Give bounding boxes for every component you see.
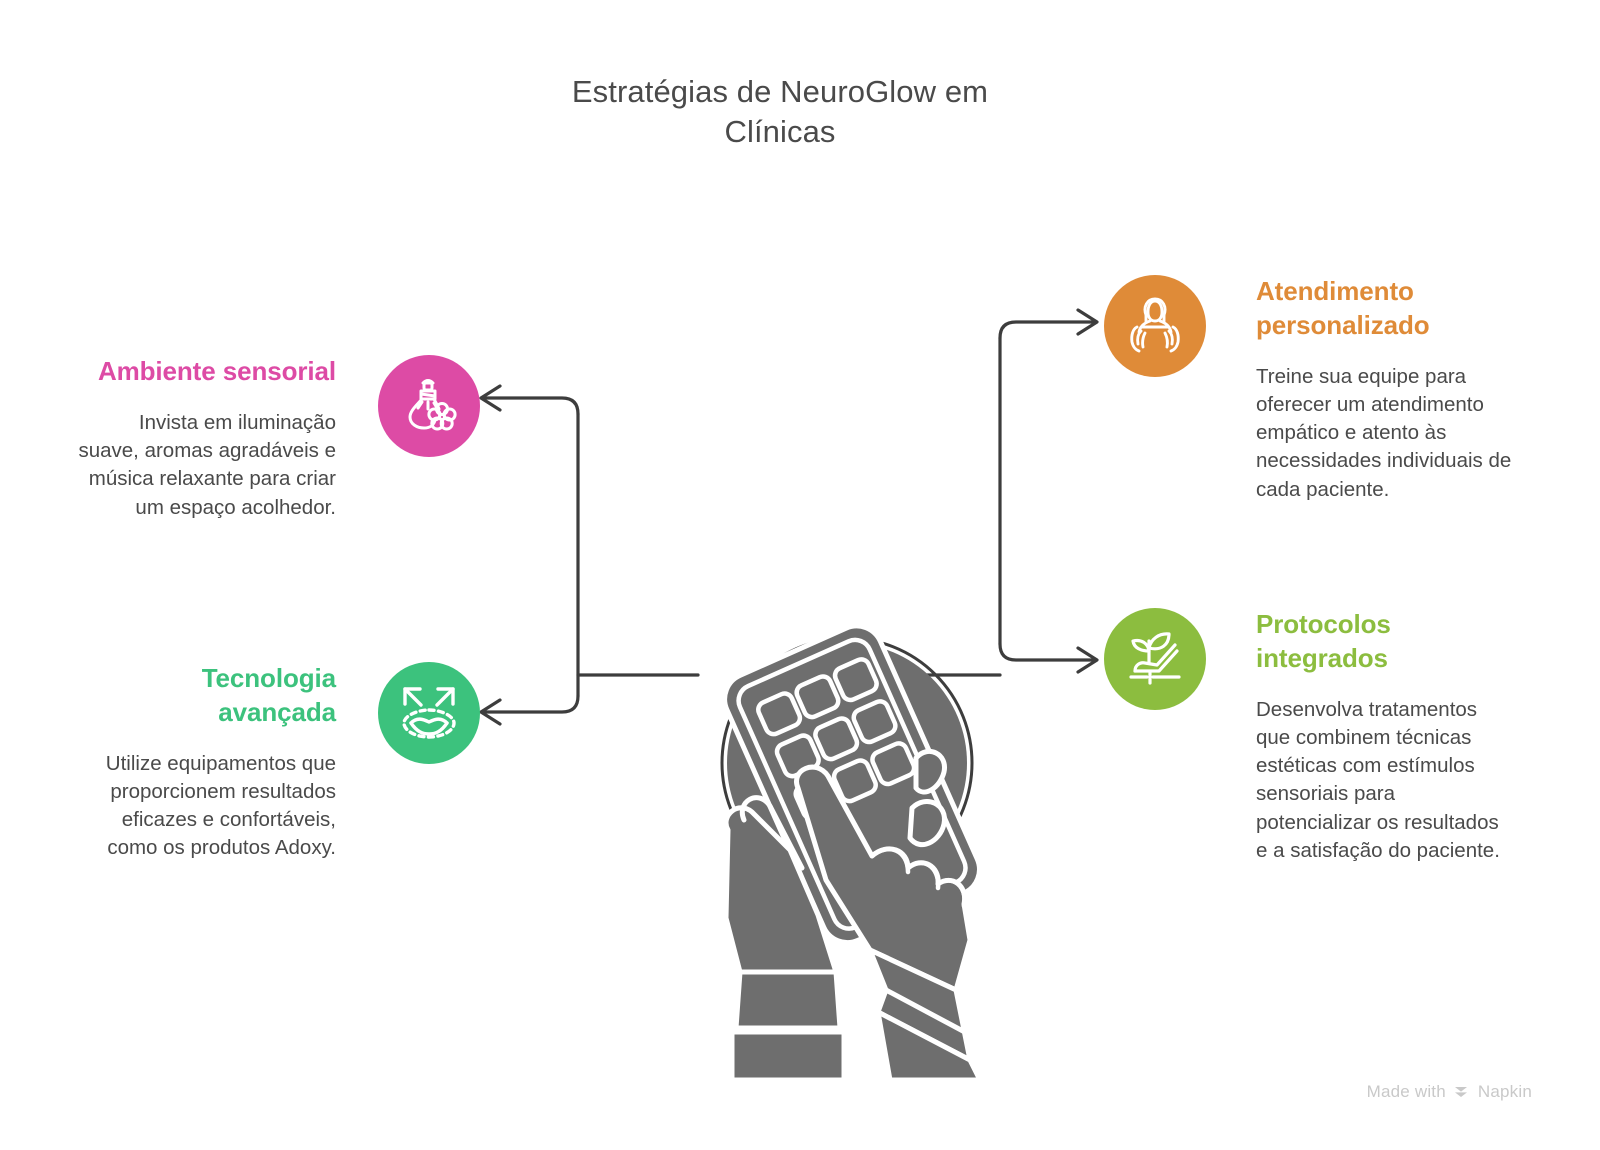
aroma-diffuser-flower-icon <box>408 379 457 431</box>
icon-badge-tecnologia[interactable] <box>378 662 480 764</box>
center-illustration <box>640 520 1060 1083</box>
branch-tecnologia-avancada: Tecnologia avançada Utilize equipamentos… <box>78 662 480 863</box>
watermark-brand: Napkin <box>1477 1082 1532 1101</box>
branch-atendimento-personalizado: Atendimento personalizado Treine sua equ… <box>1104 275 1514 504</box>
hand-holding-sprout-icon <box>1129 632 1181 685</box>
napkin-logo-icon <box>1454 1087 1467 1097</box>
lips-enhancement-arrows-icon <box>402 687 456 739</box>
arrowhead-right-upper <box>1076 308 1099 336</box>
branch-ambiente-sensorial: Ambiente sensorial Invista em iluminação… <box>78 355 480 522</box>
branch-heading-ambiente: Ambiente sensorial <box>97 356 336 386</box>
branch-text-tecnologia: Tecnologia avançada Utilize equipamentos… <box>78 662 336 863</box>
arrowhead-left-lower <box>479 698 502 726</box>
icon-badge-atendimento[interactable] <box>1104 275 1206 377</box>
icon-badge-ambiente[interactable] <box>378 355 480 457</box>
page-title: Estratégias de NeuroGlow em Clínicas <box>571 74 989 149</box>
branch-text-ambiente: Ambiente sensorial Invista em iluminação… <box>78 355 336 522</box>
branch-heading-protocolos: Protocolos integrados <box>1256 609 1391 673</box>
branch-heading-tecnologia: Tecnologia avançada <box>201 663 336 727</box>
branch-body-atendimento: Treine sua equipe para oferecer um atend… <box>1256 364 1512 501</box>
person-caring-hands-icon <box>1130 297 1180 353</box>
branch-body-protocolos: Desenvolva tratamentos que combinem técn… <box>1256 697 1500 862</box>
left-upper-branch <box>483 396 580 416</box>
branch-body-ambiente: Invista em iluminação suave, aromas agra… <box>78 410 336 519</box>
branch-text-protocolos: Protocolos integrados Desenvolva tratame… <box>1256 608 1514 865</box>
icon-badge-protocolos[interactable] <box>1104 608 1206 710</box>
watermark-prefix: Made with <box>1366 1082 1446 1101</box>
right-upper-branch <box>998 320 1095 340</box>
branch-heading-atendimento: Atendimento personalizado <box>1256 276 1430 340</box>
arrowhead-left-upper <box>479 384 502 412</box>
left-lower-branch <box>483 694 580 714</box>
branch-protocolos-integrados: Protocolos integrados Desenvolva tratame… <box>1104 608 1514 865</box>
branch-body-tecnologia: Utilize equipamentos que proporcionem re… <box>105 751 336 860</box>
branch-text-atendimento: Atendimento personalizado Treine sua equ… <box>1256 275 1514 504</box>
arrowhead-right-lower <box>1076 646 1099 674</box>
hands-holding-smartphone-calculator-icon <box>720 623 983 1083</box>
napkin-watermark[interactable]: Made with Napkin <box>1367 1082 1532 1102</box>
